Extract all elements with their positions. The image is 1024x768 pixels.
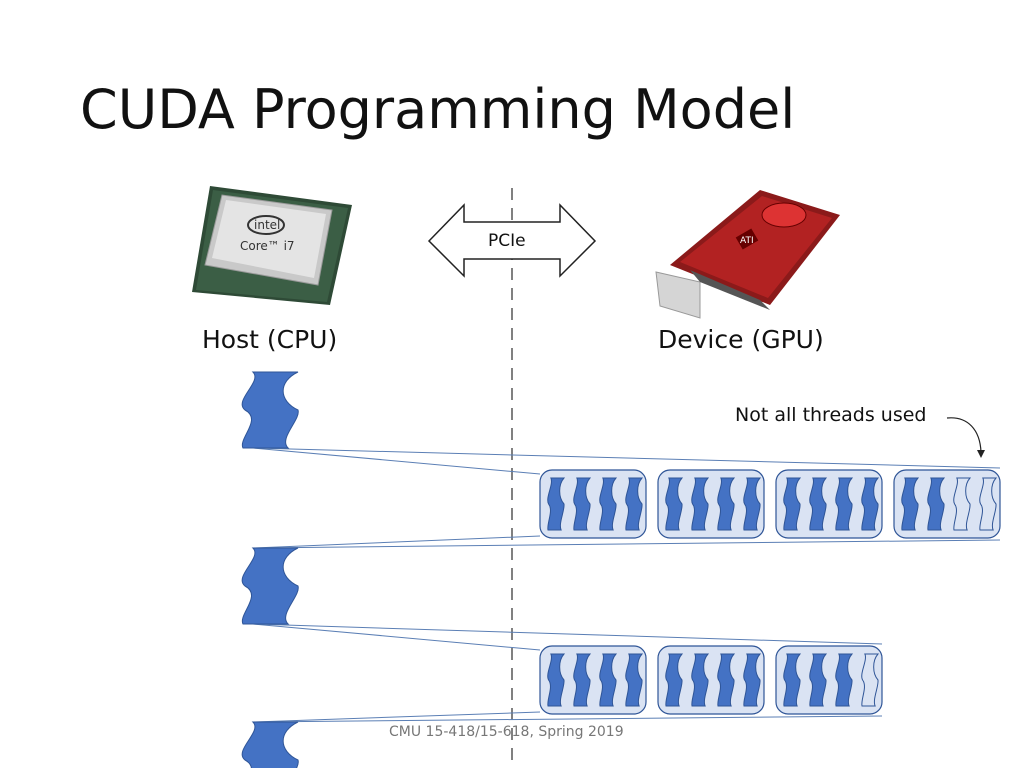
active-thread-icon	[809, 477, 828, 531]
active-thread-icon	[743, 477, 762, 531]
thread-block	[775, 645, 883, 715]
active-thread-icon	[573, 653, 592, 707]
host-thread-icon	[241, 547, 299, 625]
thread-block	[775, 469, 883, 539]
active-thread-icon	[717, 653, 736, 707]
active-thread-icon	[599, 653, 618, 707]
cpu-model-text: Core™ i7	[240, 239, 295, 253]
active-thread-icon	[901, 477, 920, 531]
active-thread-icon	[691, 477, 710, 531]
kernel-link-lines	[252, 447, 1001, 723]
slide-footer: CMU 15-418/15-618, Spring 2019	[389, 724, 624, 740]
kernel-launch-line	[252, 623, 541, 651]
active-thread-icon	[743, 653, 762, 707]
active-thread-icon	[625, 477, 644, 531]
active-thread-icon	[861, 477, 880, 531]
slide-title: CUDA Programming Model	[80, 78, 796, 141]
kernel-launch-line	[252, 447, 1001, 469]
pcie-label: PCIe	[488, 231, 526, 251]
thread-block	[539, 469, 647, 539]
active-thread-icon	[927, 477, 946, 531]
active-thread-icon	[547, 477, 566, 531]
gpu-card-image: ATI	[655, 190, 840, 319]
active-thread-icon	[783, 653, 802, 707]
thread-block	[657, 645, 765, 715]
host-label: Host (CPU)	[202, 325, 338, 354]
inactive-thread-icon	[953, 477, 972, 531]
active-thread-icon	[717, 477, 736, 531]
active-thread-icon	[665, 477, 684, 531]
kernel-launch-line	[252, 447, 541, 475]
active-thread-icon	[573, 477, 592, 531]
device-label: Device (GPU)	[658, 325, 824, 354]
not-all-threads-annotation: Not all threads used	[735, 404, 927, 426]
kernel-return-line	[252, 539, 1001, 549]
thread-block	[893, 469, 1001, 539]
kernel-return-line	[252, 535, 541, 549]
active-thread-icon	[665, 653, 684, 707]
thread-block	[657, 469, 765, 539]
kernel-return-line	[252, 711, 541, 723]
inactive-thread-icon	[861, 653, 880, 707]
thread-block	[539, 645, 647, 715]
host-thread-icon	[241, 371, 299, 449]
active-thread-icon	[547, 653, 566, 707]
cpu-chip-image: intel Core™ i7	[192, 186, 352, 305]
kernel-return-line	[252, 715, 883, 723]
annotation-arrow-icon	[946, 417, 982, 453]
inactive-thread-icon	[979, 477, 998, 531]
cpu-brand-text: intel	[254, 218, 280, 232]
active-thread-icon	[809, 653, 828, 707]
kernel-launch-line	[252, 623, 883, 645]
gpu-brand-text: ATI	[740, 236, 754, 246]
host-threads	[241, 371, 299, 768]
host-thread-icon	[241, 721, 299, 768]
active-thread-icon	[835, 477, 854, 531]
active-thread-icon	[691, 653, 710, 707]
pcie-double-arrow-icon	[427, 203, 597, 278]
active-thread-icon	[835, 653, 854, 707]
thread-blocks	[539, 469, 1001, 715]
active-thread-icon	[783, 477, 802, 531]
active-thread-icon	[599, 477, 618, 531]
active-thread-icon	[625, 653, 644, 707]
